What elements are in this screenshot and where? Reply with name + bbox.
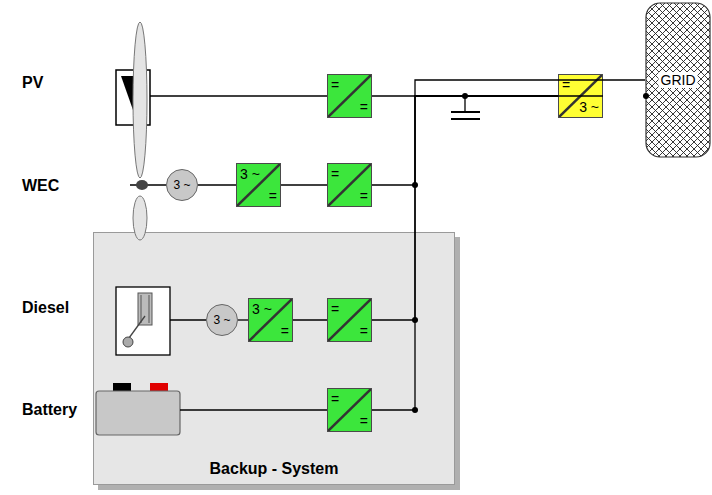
pv-panel (116, 70, 327, 125)
source-label: Diesel (22, 299, 69, 317)
converter-box: == (327, 298, 372, 342)
power-line (372, 96, 558, 410)
node-text: = (269, 189, 277, 203)
junction-dots (412, 93, 649, 413)
power-line (238, 320, 248, 321)
node-text: 3 ~ (173, 179, 190, 191)
node-text: = (281, 324, 289, 338)
converter-box: 3 ~ = (236, 163, 281, 207)
node-text: Backup - System (94, 460, 454, 478)
battery-symbol (96, 383, 327, 435)
node-text: = (331, 302, 339, 316)
generator-circle: 3 ~ (166, 169, 198, 201)
node-text: = (360, 100, 368, 114)
node-text: = (562, 78, 570, 92)
converter-box: == (327, 388, 372, 432)
node-text: 3 ~ (579, 100, 599, 114)
node-text: = (360, 324, 368, 338)
dc-link-capacitor (451, 96, 480, 119)
power-line (415, 80, 645, 96)
converter-box: == (327, 163, 372, 207)
power-line (372, 96, 558, 185)
node-text: = (331, 167, 339, 181)
node-text: 3 ~ (240, 167, 260, 181)
wind-turbine (130, 22, 166, 240)
node-text: = (331, 78, 339, 92)
source-label: Battery (22, 401, 77, 419)
converter-box: == (327, 74, 372, 118)
converter-box: 3 ~ = (248, 298, 293, 342)
source-label: PV (22, 74, 43, 92)
node-text: GRID (659, 72, 698, 88)
generator-circle: 3 ~ (206, 304, 238, 336)
grid-symbol: GRID (645, 2, 711, 158)
node-text: = (331, 392, 339, 406)
diesel-engine (116, 287, 206, 355)
backup-system-group: Backup - System3 ~3 ~===== (93, 232, 455, 485)
node-text: 3 ~ (213, 314, 230, 326)
power-line (198, 185, 236, 186)
power-line (372, 96, 558, 320)
node-text: = (360, 414, 368, 428)
node-text: = (360, 189, 368, 203)
power-line (281, 185, 327, 186)
node-text: 3 ~ (252, 302, 272, 316)
power-line (293, 320, 327, 321)
source-label: WEC (22, 177, 59, 195)
